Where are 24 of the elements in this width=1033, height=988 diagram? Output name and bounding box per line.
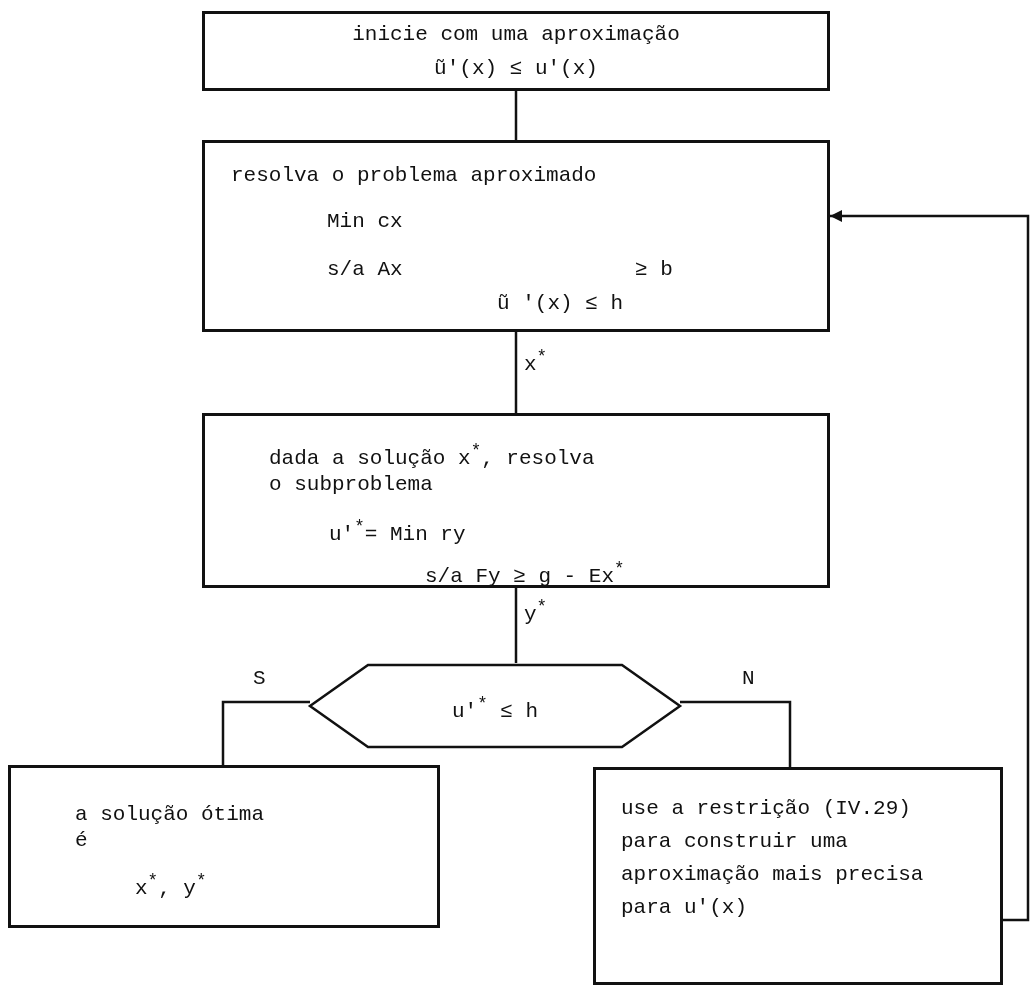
connector-line xyxy=(680,700,792,767)
formula-text: ũ '(x) ≤ h xyxy=(497,291,624,317)
formula-text: x$^{*}$, y$^{*}$ xyxy=(135,870,207,902)
connector-line xyxy=(514,91,518,140)
box-text: inicie com uma aproximação xyxy=(351,22,681,48)
formula-text: ≥ b xyxy=(635,257,673,283)
process-box xyxy=(8,765,440,928)
arrow xyxy=(830,210,1030,922)
process-box xyxy=(202,413,830,588)
connector-line xyxy=(514,588,518,663)
condition-text: u'$^{*}$ ≤ h xyxy=(450,693,540,725)
connector-line xyxy=(514,332,518,413)
formula-text: u'$^{*}$= Min ry xyxy=(329,516,466,548)
formula-text: ũ'(x) ≤ u'(x) xyxy=(433,56,599,82)
connector-line xyxy=(221,700,310,765)
process-box xyxy=(202,140,830,332)
process-box xyxy=(593,767,1003,985)
formula-text: s/a Ax xyxy=(327,257,403,283)
box-text: a solução ótima é xyxy=(75,802,266,854)
box-text: resolva o problema aproximado xyxy=(231,163,597,189)
process-box xyxy=(202,11,830,91)
box-text: dada a solução x$^{*}$, resolva o subproblema xyxy=(269,440,596,498)
formula-text: Min cx xyxy=(327,209,403,235)
box-text: use a restrição (IV.29) para construir uma aproximação mais precisa para u'(x) xyxy=(621,796,925,921)
